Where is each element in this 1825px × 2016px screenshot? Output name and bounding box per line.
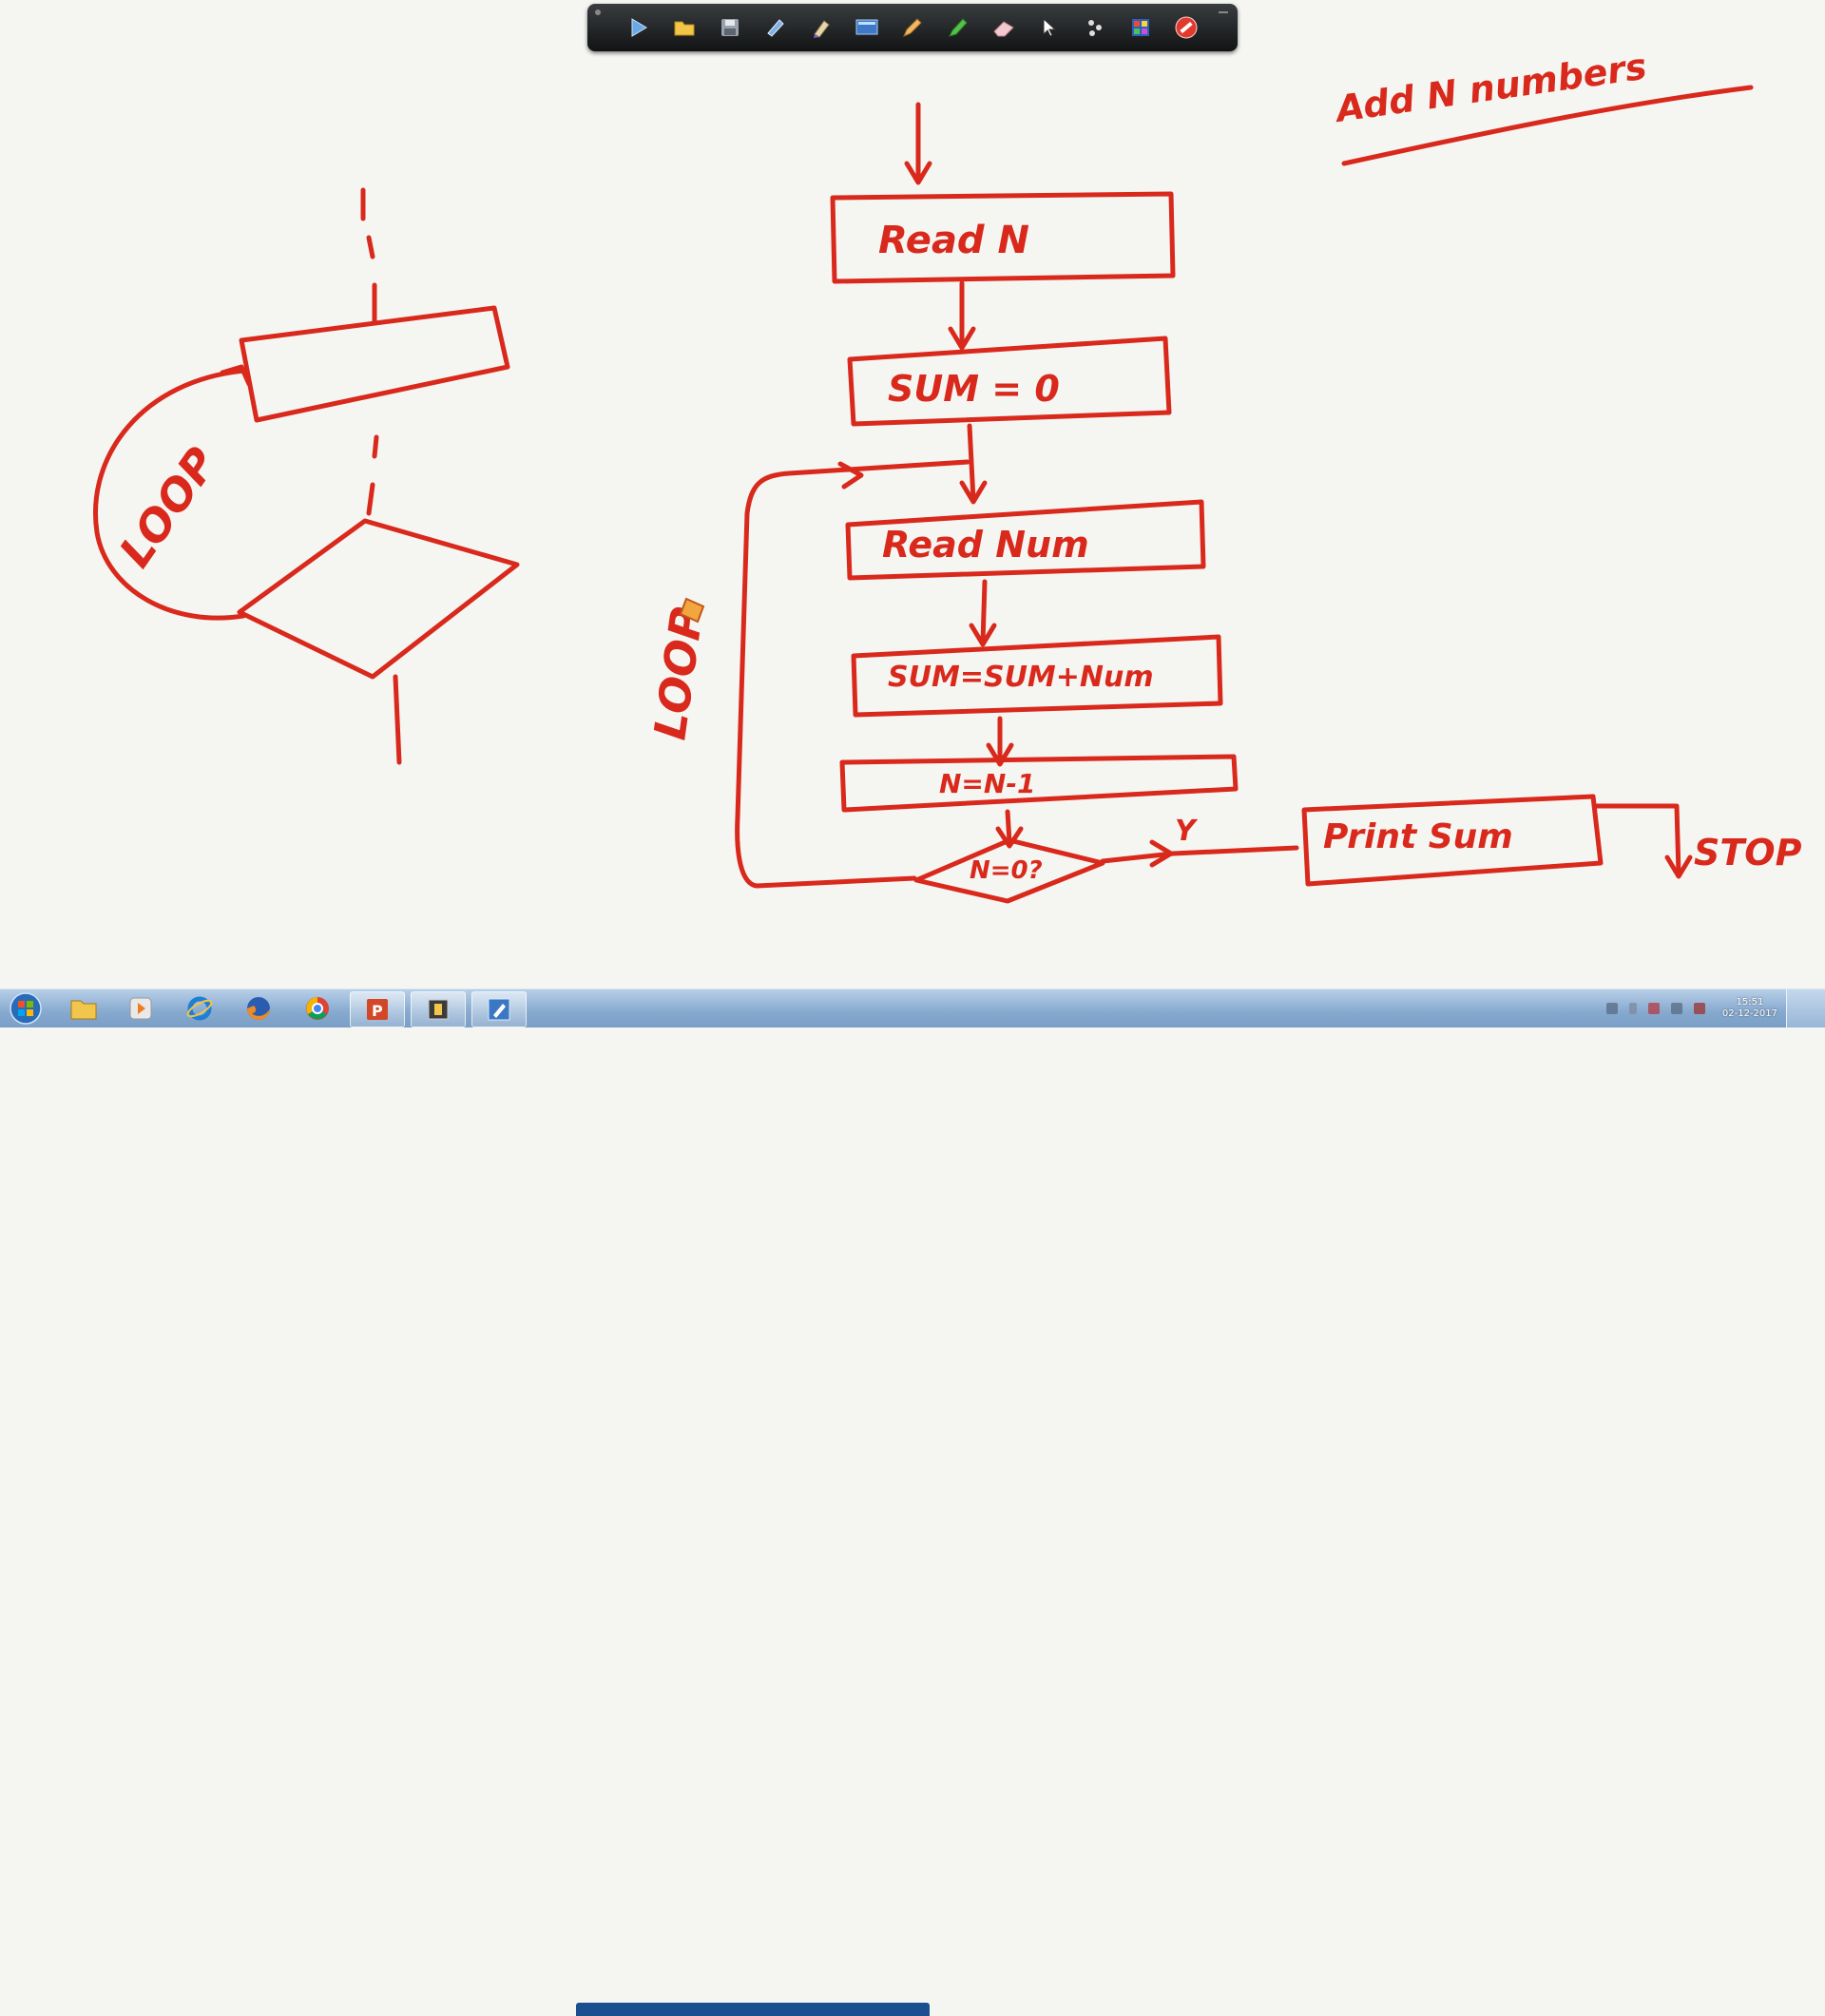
stop-arrowhead <box>1664 854 1693 879</box>
chrome-icon[interactable] <box>291 991 344 1026</box>
clock-time: 15:51 <box>1736 997 1764 1008</box>
left-loop-arc <box>93 368 248 621</box>
flowchart-drawing: Add N numbers LOOP Read N SUM = 0 <box>93 46 1802 904</box>
yes-label: Y <box>1175 815 1199 848</box>
system-tray: 15:51 02-12-2017 <box>1530 989 1777 1027</box>
pen-cursor-icon <box>679 597 705 624</box>
arrowhead <box>948 326 976 351</box>
app-window-icon[interactable] <box>411 991 466 1027</box>
clock[interactable]: 15:51 02-12-2017 <box>1722 997 1777 1020</box>
action-center-icon[interactable] <box>1647 1003 1660 1014</box>
powerpoint-icon[interactable]: P <box>350 991 405 1027</box>
read-num-label: Read Num <box>882 524 1089 566</box>
decision-label: N=0? <box>970 856 1043 885</box>
network-icon[interactable] <box>1693 1003 1705 1014</box>
annotation-toolbar <box>587 4 1238 51</box>
title-underline <box>1341 85 1754 166</box>
toolbar-grip[interactable] <box>595 10 601 15</box>
sum-init-box <box>847 336 1172 427</box>
loop-back-line <box>735 459 970 889</box>
pointer-icon[interactable] <box>1035 13 1064 42</box>
title-text: Add N numbers <box>1331 46 1649 131</box>
toolbar-minimize[interactable] <box>1219 11 1228 13</box>
read-n-box <box>830 191 1176 284</box>
arrowhead <box>995 826 1024 849</box>
decrement-box <box>839 754 1239 813</box>
windows-logo-icon <box>10 992 42 1025</box>
color-palette-icon[interactable] <box>1126 13 1155 42</box>
marker-icon[interactable] <box>807 13 836 42</box>
sum-update-label: SUM=SUM+Num <box>888 661 1154 694</box>
explorer-icon[interactable] <box>57 991 110 1026</box>
highlighter-icon[interactable] <box>944 13 972 42</box>
left-dash-line <box>366 482 375 516</box>
start-button[interactable] <box>6 990 46 1027</box>
read-n-label: Read N <box>878 219 1029 262</box>
play-icon[interactable] <box>624 13 653 42</box>
loop-back-arrowhead <box>837 461 864 490</box>
print-sum-label: Print Sum <box>1323 817 1513 856</box>
pen-icon[interactable] <box>761 13 790 42</box>
sum-update-box <box>851 634 1223 718</box>
arrow-decrement-decision <box>1005 809 1012 845</box>
arrowhead <box>959 480 988 505</box>
taskbar: P 15:51 02-12-2017 <box>0 989 1825 2016</box>
print-sum-box <box>1301 794 1604 887</box>
left-loop-label: LOOP <box>109 438 227 577</box>
pencil-icon[interactable] <box>898 13 927 42</box>
entry-arrowhead <box>904 161 932 185</box>
svg-text:P: P <box>372 1002 383 1020</box>
left-dash-line <box>372 434 379 459</box>
yes-branch-line <box>1100 845 1299 864</box>
decrement-label: N=N-1 <box>939 768 1035 799</box>
no-icon[interactable] <box>1172 13 1201 42</box>
left-process-box <box>239 305 510 423</box>
yes-arrowhead <box>1149 839 1174 868</box>
media-player-icon[interactable] <box>114 991 167 1026</box>
clock-date: 02-12-2017 <box>1721 1008 1777 1019</box>
pen-tool-icon[interactable] <box>471 991 527 1027</box>
arrow-sum-read-num <box>967 423 976 503</box>
save-icon[interactable] <box>716 13 744 42</box>
folder-icon[interactable] <box>670 13 699 42</box>
speaker-icon[interactable] <box>1670 1003 1682 1014</box>
stop-label: STOP <box>1694 832 1802 874</box>
show-hidden-icon[interactable] <box>1628 1003 1637 1014</box>
firefox-icon[interactable] <box>232 991 285 1026</box>
dots-icon[interactable] <box>1081 13 1109 42</box>
show-desktop-button[interactable] <box>1786 989 1825 1027</box>
loop-main-label: LOOP <box>644 604 713 742</box>
left-decision-shape <box>237 518 520 680</box>
arrow-read-num-update <box>980 579 988 645</box>
screen-icon[interactable] <box>853 13 881 42</box>
keyboard-icon[interactable] <box>1605 1003 1618 1014</box>
left-dash-line <box>366 235 375 259</box>
active-window-indicator <box>576 2003 930 2016</box>
left-exit-line <box>393 674 402 765</box>
arrowhead <box>969 623 997 647</box>
arrowhead <box>986 742 1014 767</box>
sum-init-label: SUM = 0 <box>888 368 1060 410</box>
stop-connector <box>1594 803 1681 877</box>
eraser-icon[interactable] <box>989 13 1018 42</box>
internet-explorer-icon[interactable] <box>173 991 226 1026</box>
read-num-box <box>845 499 1206 581</box>
